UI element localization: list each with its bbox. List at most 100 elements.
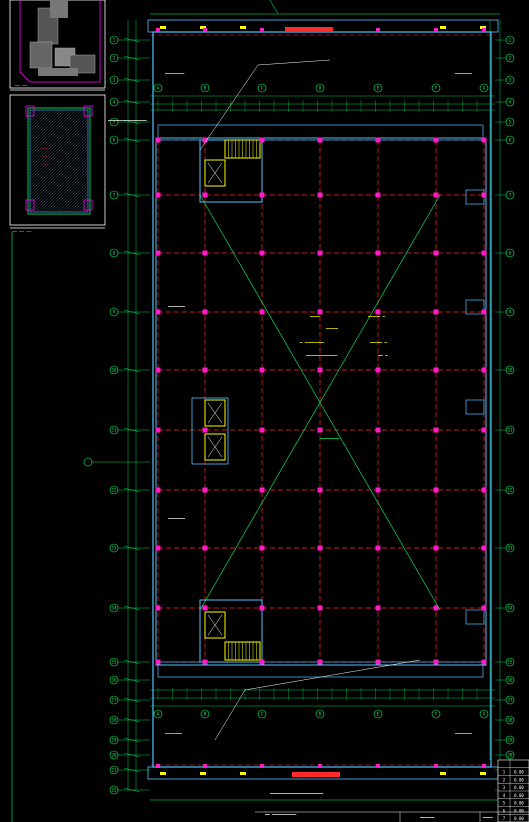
column (202, 545, 208, 551)
row-bubble-label: 6 (113, 138, 116, 143)
column (375, 545, 381, 551)
svg-text:16: 16 (508, 678, 513, 683)
svg-text:━━━━━━━━━━━━━: ━━━━━━━━━━━━━ (305, 353, 338, 358)
svg-text:━━━━━━━: ━━━━━━━ (167, 516, 185, 521)
column (317, 427, 323, 433)
top-red-label (285, 27, 333, 32)
column (317, 250, 323, 256)
title-block-value: 0.00 (514, 793, 524, 798)
col-bubble: BB (200, 83, 210, 719)
row-bubble-label: 7 (113, 193, 116, 198)
column (202, 250, 208, 256)
column (481, 659, 487, 665)
row-bubble-label: 20 (112, 753, 117, 758)
column (481, 309, 487, 315)
column (375, 192, 381, 198)
column (259, 250, 265, 256)
column (481, 250, 487, 256)
bottom-frame: ━━━━━━ ━━━━ (255, 811, 529, 822)
col-bubble-label: F (435, 86, 438, 91)
column (433, 367, 439, 373)
svg-text:━━━━━━: ━━━━━━ (419, 815, 435, 820)
column (375, 487, 381, 493)
title-block-value: 0.00 (514, 808, 524, 813)
title-block-row: 5 (503, 801, 506, 806)
svg-text:18: 18 (508, 718, 513, 723)
column (155, 427, 161, 433)
column (155, 545, 161, 551)
title-block-row: 4 (503, 793, 506, 798)
key-plan-bottom: ———— ——— —— (9, 94, 106, 226)
column (155, 605, 161, 611)
title-block-row: 7 (503, 816, 506, 821)
svg-text:20: 20 (508, 753, 513, 758)
column (202, 659, 208, 665)
svg-text:━━━━━ ━: ━━━━━ ━ (369, 340, 387, 345)
svg-text:——: —— (44, 162, 49, 167)
svg-text:5: 5 (509, 120, 512, 125)
column (433, 192, 439, 198)
column (202, 192, 208, 198)
svg-text:17: 17 (508, 698, 513, 703)
column (481, 605, 487, 611)
row-bubble-label: 5 (113, 120, 116, 125)
title-block-row: 3 (503, 785, 506, 790)
column (202, 309, 208, 315)
svg-text:14: 14 (508, 606, 513, 611)
column (155, 367, 161, 373)
column (481, 545, 487, 551)
key-plan-top (9, 0, 106, 89)
column (433, 605, 439, 611)
title-block-row: 6 (503, 808, 506, 813)
svg-text:4: 4 (509, 100, 512, 105)
column (481, 427, 487, 433)
svg-text:9: 9 (509, 310, 512, 315)
col-bubble-label: A (157, 712, 160, 717)
svg-text:————: ———— (40, 146, 50, 151)
col-bubble-label: E (377, 712, 380, 717)
svg-text:1: 1 (509, 38, 512, 43)
center-annotations: ━━━━ ━━━━━ ━ ━━━━━ ━ ━━━━━━━━ ━━━━━ ━ ━━… (299, 314, 388, 441)
row-bubble-label: 11 (112, 428, 117, 433)
col-bubble-label: E (377, 86, 380, 91)
key-plan-caption-2: —— —— —— (12, 229, 32, 234)
col-bubble-label: G (483, 86, 486, 91)
title-block-row: 2 (503, 777, 506, 782)
title-block-value: 0.00 (514, 816, 524, 821)
col-bubble: DD (315, 83, 325, 719)
col-bubble: CC (257, 83, 267, 719)
column (317, 659, 323, 665)
col-bubble-label: C (261, 712, 264, 717)
plan-title-1: ━━━━━━━━━━━━━━━━━━━━━━ (269, 791, 324, 796)
svg-text:19: 19 (508, 738, 513, 743)
row-bubble-label: 3 (113, 78, 116, 83)
col-bubble: GG (479, 83, 489, 719)
column (202, 137, 208, 143)
row-bubble-label: 2 (113, 56, 116, 61)
svg-text:2: 2 (509, 56, 512, 61)
svg-text:━━━━━ ━: ━━━━━ ━ (367, 314, 385, 319)
column (317, 367, 323, 373)
column (202, 367, 208, 373)
col-bubble-label: G (483, 712, 486, 717)
column (259, 192, 265, 198)
col-bubble-label: F (435, 712, 438, 717)
row-bubble-label: 21 (112, 768, 117, 773)
row-bubble-label: 14 (112, 606, 117, 611)
title-block-row: 1 (503, 770, 506, 775)
column (375, 605, 381, 611)
col-bubble-label: B (204, 712, 207, 717)
svg-text:━━━━: ━━━━ (309, 314, 320, 319)
col-bubble-label: D (319, 712, 322, 717)
